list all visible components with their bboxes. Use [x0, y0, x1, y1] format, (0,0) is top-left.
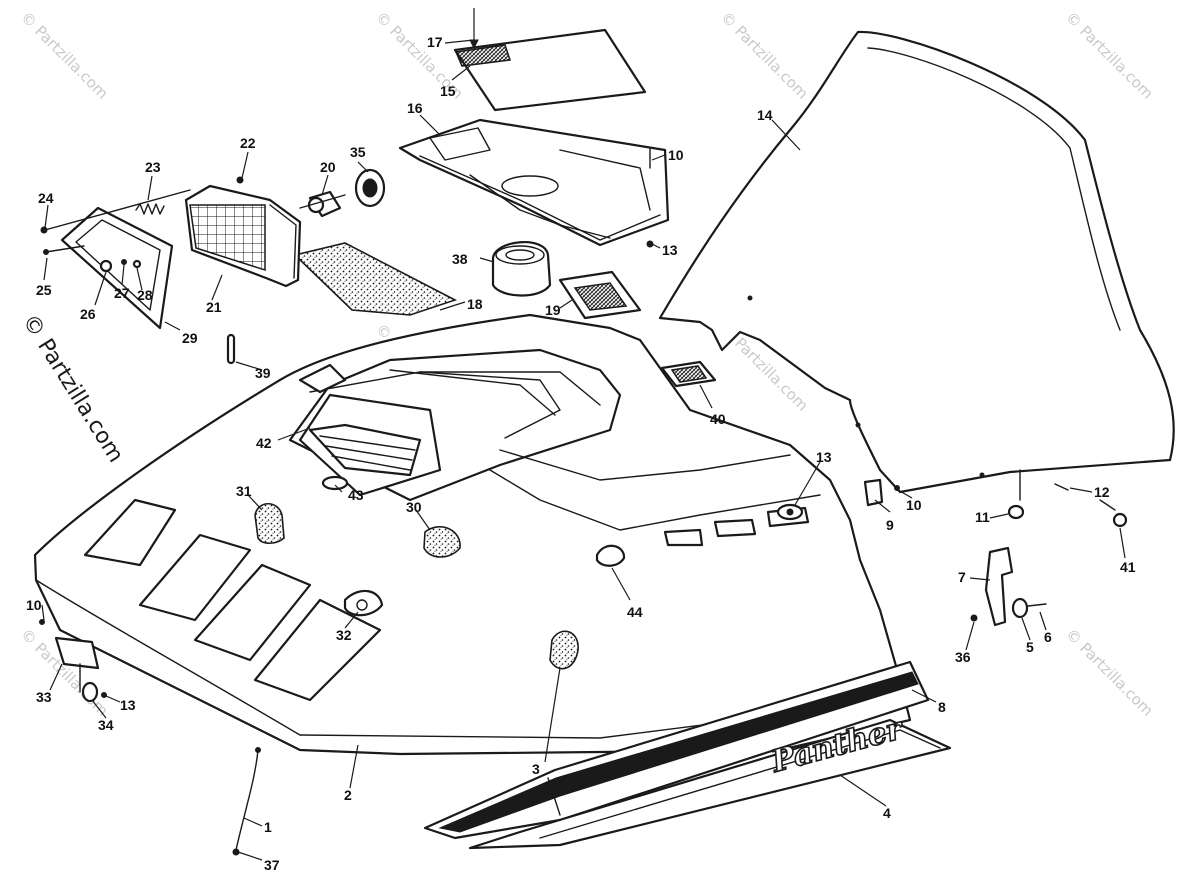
watermark-text: © Partzilla.com [1062, 625, 1157, 720]
windshield [658, 30, 1175, 494]
small-decal [660, 360, 717, 388]
hood-body [33, 313, 912, 756]
callout-22: 22 [240, 135, 256, 151]
callout-13: 13 [816, 449, 832, 465]
callout-28: 28 [137, 287, 153, 303]
side-watermark-text: © Partzilla.com [17, 310, 128, 467]
callout-5: 5 [1026, 639, 1034, 655]
watermark-text: © Partzilla.com [17, 8, 112, 103]
fasteners [646, 147, 804, 521]
callout-40: 40 [710, 411, 726, 427]
callout-24: 24 [38, 190, 54, 206]
latch-assembly [970, 546, 1047, 627]
callout-34: 34 [98, 717, 114, 733]
callout-43: 43 [348, 487, 364, 503]
callout-23: 23 [145, 159, 161, 175]
rod [226, 333, 236, 365]
callout-10: 10 [906, 497, 922, 513]
callout-10: 10 [26, 597, 42, 613]
cable [232, 747, 261, 856]
watermark-text: © Partzilla.com [1062, 8, 1157, 103]
callout-6: 6 [1044, 629, 1052, 645]
watermark-text: © Partzilla.com [717, 8, 812, 103]
callout-15: 15 [440, 83, 456, 99]
callout-10: 10 [668, 147, 684, 163]
callout-37: 37 [264, 857, 280, 873]
callout-17: 17 [427, 34, 443, 50]
callout-42: 42 [256, 435, 272, 451]
callout-29: 29 [182, 330, 198, 346]
headlight [184, 184, 302, 288]
callout-19: 19 [545, 302, 561, 318]
callout-30: 30 [406, 499, 422, 515]
callout-7: 7 [958, 569, 966, 585]
callout-38: 38 [452, 251, 468, 267]
callout-16: 16 [407, 100, 423, 116]
spring-and-screws [40, 189, 191, 255]
callout-labels: 17 15 16 10 13 14 22 23 20 35 24 25 26 2… [26, 34, 1136, 873]
hood-liner-tray [398, 118, 670, 247]
callout-26: 26 [80, 306, 96, 322]
callout-14: 14 [757, 107, 773, 123]
callout-2: 2 [344, 787, 352, 803]
callout-13: 13 [120, 697, 136, 713]
callout-41: 41 [1120, 559, 1136, 575]
callout-39: 39 [255, 365, 271, 381]
callout-3: 3 [532, 761, 540, 777]
callout-1: 1 [264, 819, 272, 835]
callout-35: 35 [350, 144, 366, 160]
headlight-bezel [60, 206, 174, 330]
callout-9: 9 [886, 517, 894, 533]
callout-32: 32 [336, 627, 352, 643]
callout-36: 36 [955, 649, 971, 665]
callout-18: 18 [467, 296, 483, 312]
callout-31: 31 [236, 483, 252, 499]
callout-12: 12 [1094, 484, 1110, 500]
leader-lines [41, 39, 1126, 861]
callout-8: 8 [938, 699, 946, 715]
callout-20: 20 [320, 159, 336, 175]
intake-screen [453, 8, 647, 112]
callout-33: 33 [36, 689, 52, 705]
callout-21: 21 [206, 299, 222, 315]
side-trim [423, 660, 952, 850]
rear-hardware [863, 469, 1128, 528]
hood-fittings [254, 502, 626, 670]
grommet [491, 241, 552, 297]
bulb-and-socket [236, 168, 386, 218]
callout-11: 11 [975, 509, 990, 525]
decal-plate [558, 270, 642, 320]
callout-25: 25 [36, 282, 52, 298]
callout-27: 27 [114, 285, 130, 301]
grille [298, 393, 442, 497]
callout-13: 13 [662, 242, 678, 258]
callout-44: 44 [627, 604, 643, 620]
foam-pad [293, 242, 458, 316]
callout-4: 4 [883, 805, 891, 821]
hinge-bracket [39, 619, 107, 703]
